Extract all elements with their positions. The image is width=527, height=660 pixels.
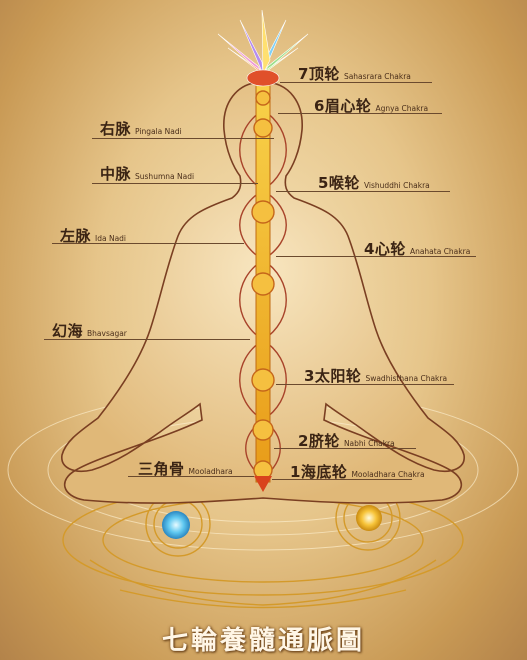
chakra-throat <box>251 200 275 224</box>
chakra-brow <box>253 118 273 138</box>
chakra-crown <box>255 90 271 106</box>
base-mandala <box>62 484 464 609</box>
label-throat-zh: 5喉轮 <box>318 174 360 192</box>
label-heart-zh: 4心轮 <box>364 240 406 258</box>
left-orb <box>162 511 190 539</box>
chakra-wheels <box>251 90 275 480</box>
leader-sacrum <box>128 476 254 477</box>
leader-bhavsagar <box>44 339 250 340</box>
chakra-solar <box>251 368 275 392</box>
label-ida-en: Ida Nadi <box>95 234 127 243</box>
leader-solar <box>276 384 454 385</box>
label-ida-zh: 左脉 <box>60 227 92 245</box>
label-sushumna-zh: 中脉 <box>100 165 132 183</box>
right-orb <box>356 505 382 531</box>
label-root-en: Mooladhara Chakra <box>351 470 425 479</box>
leader-sushumna <box>92 183 258 184</box>
label-pingala-zh: 右脉 <box>100 120 132 138</box>
label-brow-zh: 6眉心轮 <box>314 97 372 115</box>
label-solar-en: Swadhisthana Chakra <box>365 374 448 383</box>
diagram-caption: 七輪養髓通脈圖 <box>161 626 365 656</box>
leader-navel <box>274 448 416 449</box>
leader-heart <box>276 256 476 257</box>
label-crown-en: Sahasrara Chakra <box>343 72 411 81</box>
leader-pingala <box>92 138 274 139</box>
chakra-navel <box>252 419 274 441</box>
label-sacrum-zh: 三角骨 <box>138 460 185 478</box>
chakra-heart <box>251 272 275 296</box>
kundalini-triangle <box>254 476 272 492</box>
leader-root <box>272 479 412 480</box>
leader-brow <box>278 113 442 114</box>
label-solar-zh: 3太阳轮 <box>304 367 362 385</box>
label-throat-en: Vishuddhi Chakra <box>363 181 430 190</box>
label-sushumna-en: Sushumna Nadi <box>135 172 195 181</box>
label-brow-en: Agnya Chakra <box>375 104 429 113</box>
leader-throat <box>276 191 450 192</box>
label-navel-en: Nabhi Chakra <box>343 439 395 448</box>
leader-crown <box>280 82 432 83</box>
label-crown-zh: 7顶轮 <box>298 65 340 83</box>
label-navel-zh: 2脐轮 <box>298 432 340 450</box>
leader-ida <box>52 243 244 244</box>
label-root-zh: 1海底轮 <box>290 463 348 481</box>
crown-lotus <box>217 9 309 87</box>
label-bhavsagar-zh: 幻海 <box>52 322 84 340</box>
label-bhavsagar-en: Bhavsagar <box>87 329 127 338</box>
label-pingala-en: Pingala Nadi <box>135 127 182 136</box>
label-sacrum-en: Mooladhara <box>188 467 233 476</box>
label-heart-en: Anahata Chakra <box>409 247 471 256</box>
